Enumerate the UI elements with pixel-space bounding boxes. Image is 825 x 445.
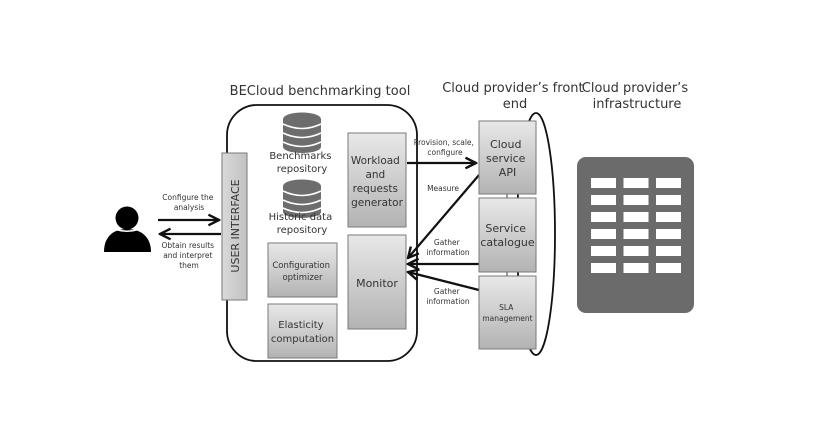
configuration-optimizer-box[interactable]: [267, 242, 338, 298]
server-slot: [623, 263, 649, 273]
front-end-title: Cloud provider’s front end: [442, 81, 588, 112]
server-slot: [656, 178, 681, 188]
server-slot: [656, 229, 681, 239]
server-slot: [656, 212, 681, 222]
configuration-optimizer-label: Configuration optimizer: [272, 261, 332, 283]
server-slot: [623, 195, 649, 205]
server-slot: [656, 246, 681, 256]
server-slot: [591, 246, 616, 256]
server-slot: [591, 178, 616, 188]
monitor-label: Monitor: [356, 277, 398, 290]
gather-sla-label: Gather information: [426, 287, 470, 306]
server-slot: [591, 229, 616, 239]
workload-generator-box[interactable]: [347, 132, 407, 228]
tool-title: BECloud benchmarking tool: [230, 84, 411, 99]
server-rack-icon: [577, 157, 694, 313]
user-interface-panel[interactable]: [221, 152, 248, 301]
gather-catalogue-label: Gather information: [426, 238, 470, 257]
historic-repository-label: Historic data repository: [269, 212, 336, 236]
elasticity-computation-box[interactable]: [267, 303, 338, 359]
benchmarks-repository-label: Benchmarks repository: [269, 151, 334, 175]
gather-sla-arrow: [408, 272, 480, 292]
server-slot: [656, 263, 681, 273]
obtain-results-label: Obtain results and interpret them: [162, 241, 217, 270]
sla-management-box[interactable]: [478, 275, 537, 350]
user-interface-label: USER INTERFACE: [229, 179, 242, 272]
server-slot: [623, 178, 649, 188]
infrastructure-title: Cloud provider’s infrastructure: [582, 81, 692, 112]
server-slot: [591, 212, 616, 222]
provision-label: Provision, scale, configure: [414, 138, 477, 157]
server-slot: [623, 212, 649, 222]
server-slot: [623, 246, 649, 256]
server-slot: [591, 263, 616, 273]
cloud-service-api-label: Cloud service API: [486, 138, 529, 179]
server-slot: [656, 195, 681, 205]
service-catalogue-label: Service catalogue: [480, 222, 535, 249]
measure-label: Measure: [427, 184, 459, 193]
historic-database-icon: [282, 179, 322, 218]
measure-arrow: [408, 174, 480, 258]
server-slot: [623, 229, 649, 239]
server-slot: [591, 195, 616, 205]
service-catalogue-box[interactable]: [478, 197, 537, 273]
monitor-box[interactable]: [347, 234, 407, 330]
workload-generator-label: Workload and requests generator: [351, 155, 404, 209]
configure-label: Configure the analysis: [162, 193, 215, 212]
cloud-service-api-box[interactable]: [478, 120, 537, 195]
benchmarks-database-icon: [282, 112, 322, 153]
person-icon: [104, 206, 151, 252]
elasticity-computation-label: Elasticity computation: [271, 320, 334, 345]
sla-management-label: SLA management: [482, 303, 532, 323]
